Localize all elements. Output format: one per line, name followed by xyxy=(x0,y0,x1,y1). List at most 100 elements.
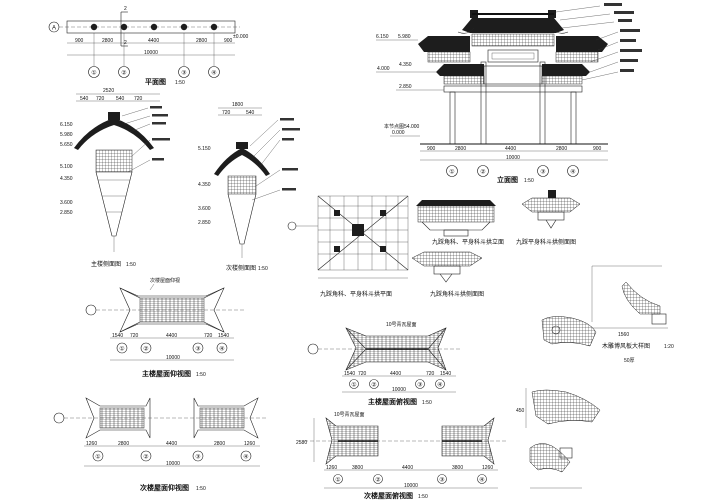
sub-side-dim-2: 540 xyxy=(246,110,255,116)
main-roof-note: 次楼屋面仰视 xyxy=(150,277,180,284)
main-roof-top-axis-4: ④ xyxy=(437,382,442,389)
main-roof-top-axis-2: ② xyxy=(371,382,376,389)
sub-roof-axis-4: ④ xyxy=(243,454,248,461)
sub-roof-axis-3: ③ xyxy=(195,454,200,461)
main-side-column xyxy=(95,171,133,237)
elev-axis-3: ③ xyxy=(540,169,545,176)
elev-level-4: 4.350 xyxy=(399,62,412,68)
ornament-2 xyxy=(531,389,601,425)
elev-ground-note: 本节点图54.000 xyxy=(384,123,420,130)
plan-axis-3: ③ xyxy=(181,70,186,77)
main-side-dim-1: 540 xyxy=(80,96,89,102)
plan-columns xyxy=(90,23,218,31)
sub-side-title: 次楼侧面图 xyxy=(226,264,256,272)
main-roof-top-note: 10号青瓦屋面 xyxy=(386,321,417,328)
bracket-side xyxy=(411,251,483,283)
front-elevation: 6.150 5.980 4.000 4.350 2.850 本节点图54.000… xyxy=(376,3,642,184)
plan-title: 平面图 xyxy=(145,77,166,86)
main-roof-total: 10000 xyxy=(166,355,180,361)
elev-level-6: 0.000 xyxy=(392,130,405,136)
sub-side-column xyxy=(227,193,257,245)
main-side-level-2: 5.980 xyxy=(60,132,73,138)
sub-roof-total: 10000 xyxy=(166,461,180,467)
plan-axis-2: ② xyxy=(121,70,126,77)
main-side-dim-3: 540 xyxy=(116,96,125,102)
sub-roof-dim-1: 1260 xyxy=(86,441,97,447)
bracket-front-title: 九踩角科、平身科斗拱立面 xyxy=(432,238,504,246)
main-roof-dim-3: 4400 xyxy=(166,333,177,339)
main-side-level-5: 4.350 xyxy=(60,176,73,182)
section-mark-top: 2 xyxy=(124,6,127,12)
sub-roof-top-dim-2: 3800 xyxy=(352,465,363,471)
sub-side-level-4: 2.850 xyxy=(198,220,211,226)
main-roof-top-dim-3: 4400 xyxy=(390,371,401,377)
sub-roof-top-height: 2580 xyxy=(296,440,307,446)
bracket-flat-side xyxy=(521,190,581,229)
main-roof-top-axis-3: ③ xyxy=(417,382,422,389)
main-side-level-3: 5.650 xyxy=(60,142,73,148)
elev-axis-1: ① xyxy=(449,169,454,176)
main-roof-top-dim-2: 720 xyxy=(358,371,367,377)
right-sub-roof xyxy=(556,36,608,52)
elev-total: 10000 xyxy=(506,155,520,161)
sub-side-roof xyxy=(214,148,270,176)
sub-roof-dim-3: 4400 xyxy=(166,441,177,447)
bracket-side-title: 九踩角科斗拱侧面图 xyxy=(430,290,484,298)
board-title: 木雕博风板大样图 xyxy=(602,342,650,350)
board-profile xyxy=(621,281,661,315)
sub-roof-dim-5: 1260 xyxy=(244,441,255,447)
sub-side-dim-1: 720 xyxy=(222,110,231,116)
right-sub-bracket xyxy=(555,51,599,63)
plan-dim-1: 900 xyxy=(75,38,84,44)
sub-roof-right-outline xyxy=(193,397,259,439)
column-1 xyxy=(449,91,456,145)
bracket-plan xyxy=(287,195,409,279)
main-roof-top-axis-1: ① xyxy=(351,382,356,389)
elev-level-5: 2.850 xyxy=(399,84,412,90)
main-roof-top-title: 主楼屋面俯视图 xyxy=(368,397,417,406)
elev-scale: 1:50 xyxy=(524,178,534,184)
main-roof-title: 主楼屋面仰视图 xyxy=(142,369,191,378)
left-sub-roof xyxy=(418,36,470,52)
bracket-plan-title: 九踩角科、平身科斗拱平面 xyxy=(320,290,392,298)
elev-level-2: 5.980 xyxy=(398,34,411,40)
sub-roof-top-total: 10000 xyxy=(404,483,418,489)
sub-roof-top-scale: 1:50 xyxy=(418,494,428,500)
plan-dim-4: 2800 xyxy=(196,38,207,44)
elev-dim-2: 2800 xyxy=(455,146,466,152)
main-roof-top-dim-5: 1540 xyxy=(440,371,451,377)
sub-side-level-1: 5.150 xyxy=(198,146,211,152)
main-side-dim-4: 720 xyxy=(134,96,143,102)
sub-side-view: 1800 720 540 5.150 4.350 3.600 2.850 次楼侧… xyxy=(198,102,300,272)
main-roof-bottom-view: 次楼屋面仰视 1540 720 4400 720 1540 10000 ① ② … xyxy=(85,277,246,378)
main-roof-scale: 1:50 xyxy=(196,372,206,378)
main-bracket-band xyxy=(471,33,555,47)
elev-dim-3: 4400 xyxy=(505,146,516,152)
bracket-details: 九踩角科、平身科斗拱平面 九踩角科、平身科斗拱立面 九踩角科斗拱侧面图 九踩平身… xyxy=(287,190,581,298)
main-roof-axis-4: ④ xyxy=(219,346,224,353)
main-side-title: 主楼侧面图 xyxy=(91,260,121,268)
sub-roof-top-title: 次楼屋面俯视图 xyxy=(364,491,413,500)
sub-roof-left-outline xyxy=(85,397,151,439)
sub-roof-title: 次楼屋面仰视图 xyxy=(140,483,189,492)
elev-title: 立面图 xyxy=(497,175,518,184)
main-roof-axis-1: ① xyxy=(119,346,124,353)
main-side-roof xyxy=(74,118,154,150)
sub-roof-top-axis-2: ② xyxy=(375,477,380,484)
ornament-1 xyxy=(541,316,597,347)
main-roof xyxy=(462,18,564,33)
main-roof-top-view: 10号青瓦屋面 1540 720 4400 720 1540 10000 ① ②… xyxy=(307,321,462,406)
sub-roof-axis-2: ② xyxy=(143,454,148,461)
main-roof-dim-2: 720 xyxy=(130,333,139,339)
main-roof-top-dim-1: 1540 xyxy=(344,371,355,377)
elev-level-3: 4.000 xyxy=(377,66,390,72)
elev-dim-4: 2800 xyxy=(556,146,567,152)
sub-side-level-2: 4.350 xyxy=(198,182,211,188)
sub-roof-bottom-view: 1260 2800 4400 2800 1260 10000 ① ② ③ ④ 次… xyxy=(53,397,266,492)
plan-dim-5: 900 xyxy=(224,38,233,44)
main-roof-top-scale: 1:50 xyxy=(422,400,432,406)
main-roof-dim-1: 1540 xyxy=(112,333,123,339)
sub-roof-top-dim-4: 3800 xyxy=(452,465,463,471)
main-side-view: 2520 540 720 540 720 6.150 5.980 5.650 5… xyxy=(60,88,170,268)
